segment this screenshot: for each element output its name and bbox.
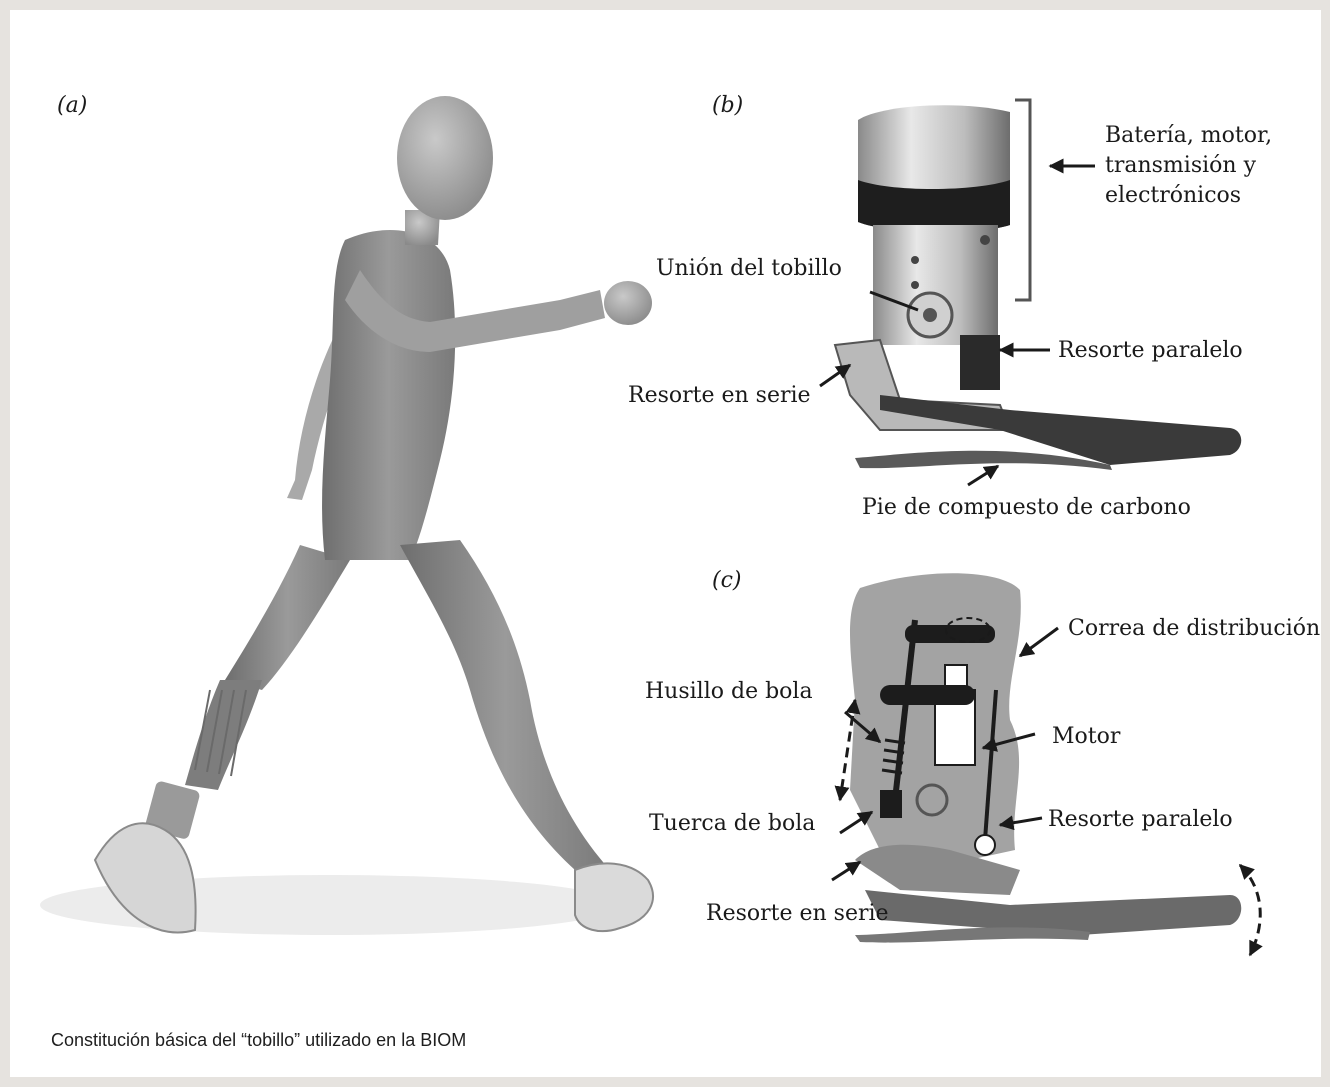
label-resorte-paralelo-b: Resorte paralelo [1058, 337, 1243, 365]
label-electronicos: electrónicos [1105, 182, 1241, 210]
panel-label-b: (b) [712, 92, 743, 120]
panel-label-c: (c) [712, 567, 742, 595]
label-motor: Motor [1052, 723, 1120, 751]
label-resorte-serie-c: Resorte en serie [706, 900, 889, 928]
panel-label-a: (a) [57, 92, 87, 120]
walking-figure-illustration [40, 96, 653, 935]
label-pie-carbono: Pie de compuesto de carbono [862, 494, 1191, 522]
figure-caption: Constitución básica del “tobillo” utiliz… [51, 1030, 466, 1051]
label-bateria: Batería, motor, [1105, 122, 1272, 150]
label-husillo: Husillo de bola [645, 678, 813, 706]
label-transmision: transmisión y [1105, 152, 1256, 180]
label-union-tobillo: Unión del tobillo [656, 255, 842, 283]
label-tuerca: Tuerca de bola [649, 810, 815, 838]
component-bracket [1015, 100, 1030, 300]
label-resorte-paralelo-c: Resorte paralelo [1048, 806, 1233, 834]
label-correa: Correa de distribución [1068, 615, 1320, 643]
label-resorte-serie-b: Resorte en serie [628, 382, 811, 410]
